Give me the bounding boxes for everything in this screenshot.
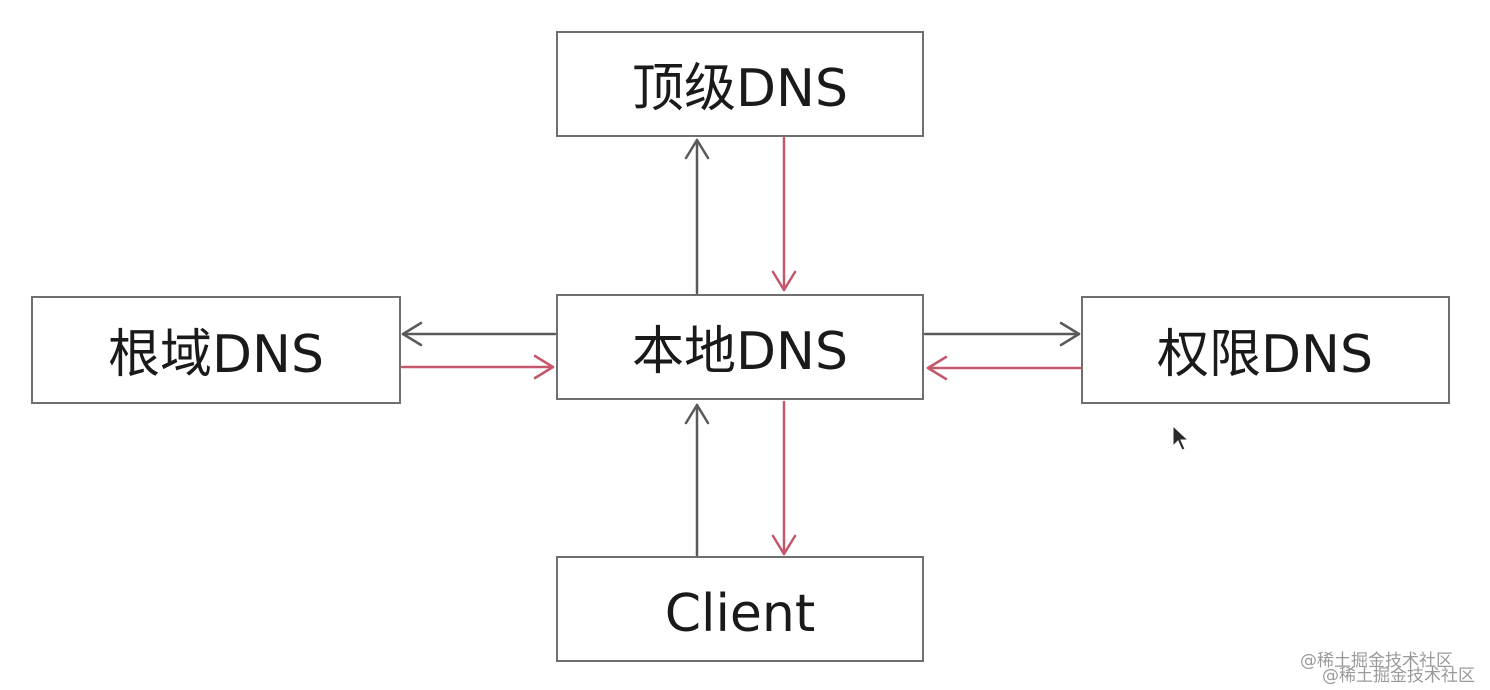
edge-authoritative-to-local — [926, 355, 1082, 381]
local-dns-label: 本地DNS — [632, 322, 848, 382]
root-dns-label: 根域DNS — [108, 325, 324, 385]
watermark-text: @稀土掘金技术社区 — [1300, 651, 1453, 671]
edge-local-to-authoritative — [923, 321, 1081, 347]
watermark: @稀土掘金技术社区 @稀土掘金技术社区 — [1300, 651, 1475, 686]
node-local-dns: 本地DNS — [556, 294, 924, 400]
watermark-text-shadow: @稀土掘金技术社区 — [1322, 666, 1475, 686]
node-client: Client — [556, 556, 924, 662]
edge-top-to-local — [771, 136, 797, 292]
edge-local-to-client — [771, 400, 797, 556]
node-authoritative-dns: 权限DNS — [1081, 296, 1450, 404]
client-label: Client — [665, 584, 816, 644]
edge-root-to-local — [400, 354, 555, 380]
edge-client-to-local — [684, 403, 710, 557]
edge-local-to-top — [684, 138, 710, 295]
node-root-dns: 根域DNS — [31, 296, 401, 404]
node-top-dns: 顶级DNS — [556, 31, 924, 137]
authoritative-dns-label: 权限DNS — [1157, 325, 1373, 385]
top-dns-label: 顶级DNS — [632, 59, 848, 119]
edge-local-to-root — [401, 321, 557, 347]
mouse-cursor-icon — [1172, 424, 1190, 451]
